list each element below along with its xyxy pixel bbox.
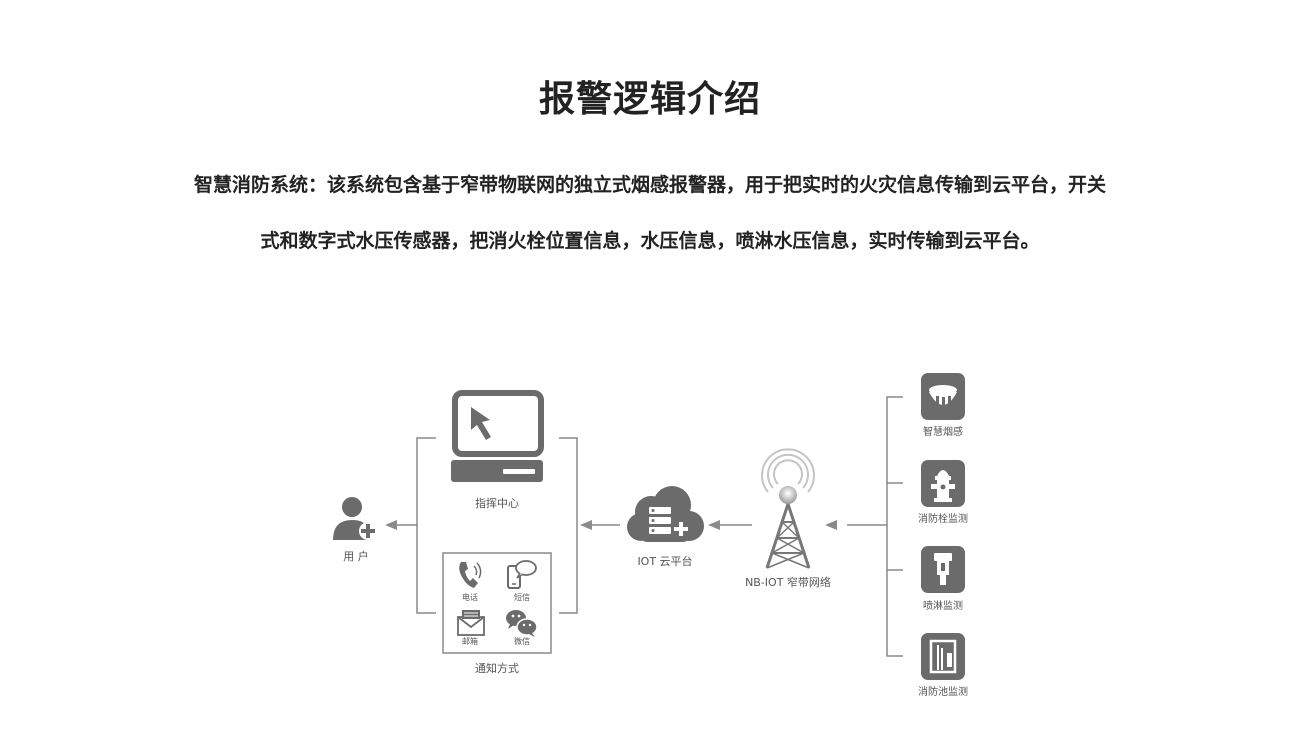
notify-email-label: 邮箱 (462, 636, 478, 646)
smoke-detector-icon (921, 373, 965, 420)
device-hydrant: 消防栓监测 (918, 460, 968, 525)
page-title: 报警逻辑介绍 (538, 79, 761, 120)
cloud-server-icon (627, 486, 704, 542)
user-node: 用 户 (333, 497, 377, 563)
device-sprinkler-label: 喷淋监测 (923, 599, 963, 612)
network-node: NB-IOT 窄带网络 (745, 448, 831, 589)
wechat-icon (506, 610, 538, 637)
signal-tower-icon (761, 448, 815, 569)
device-sprinkler: 喷淋监测 (921, 546, 965, 612)
arrow-cloud-to-center (580, 520, 592, 530)
command-center-label: 指挥中心 (475, 496, 519, 510)
user-add-icon (333, 497, 377, 540)
network-label: NB-IOT 窄带网络 (745, 575, 831, 589)
arrow-devices-to-network (825, 520, 837, 530)
description-line-1: 智慧消防系统：该系统包含基于窄带物联网的独立式烟感报警器，用于把实时的火灾信息传… (193, 174, 1106, 196)
email-icon (457, 610, 485, 636)
center-brackets (385, 437, 578, 614)
sprinkler-icon (921, 546, 965, 593)
notify-methods-label: 通知方式 (475, 661, 519, 675)
cloud-label: IOT 云平台 (637, 554, 692, 568)
command-center-node: 指挥中心 (451, 390, 544, 510)
description-line-2: 式和数字式水压传感器，把消火栓位置信息，水压信息，喷淋水压信息，实时传输到云平台… (260, 230, 1040, 252)
device-pool: 消防池监测 (918, 633, 968, 698)
arrow-network-to-cloud (708, 520, 752, 530)
pool-icon (921, 633, 965, 680)
device-bracket (847, 396, 903, 657)
computer-monitor-icon (451, 390, 544, 482)
sms-icon (507, 560, 537, 589)
device-smoke: 智慧烟感 (921, 373, 965, 438)
device-smoke-label: 智慧烟感 (923, 425, 963, 438)
notify-sms-label: 短信 (514, 592, 530, 602)
user-label: 用 户 (343, 549, 369, 563)
phone-icon (459, 562, 482, 588)
hydrant-icon (921, 460, 965, 507)
notify-wechat-label: 微信 (514, 636, 530, 646)
device-hydrant-label: 消防栓监测 (918, 512, 968, 525)
device-pool-label: 消防池监测 (918, 685, 968, 698)
notify-phone-label: 电话 (462, 592, 478, 602)
cloud-node: IOT 云平台 (627, 486, 704, 568)
notify-box: 电话 短信 邮箱 微信 (442, 552, 552, 654)
